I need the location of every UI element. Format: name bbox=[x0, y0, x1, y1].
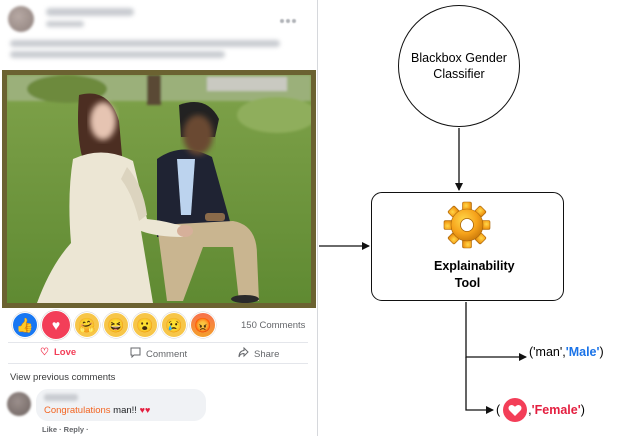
sad-reaction-icon[interactable]: 😢 bbox=[161, 312, 187, 338]
post-caption-redacted bbox=[10, 40, 280, 47]
comment-highlight-word: Congratulations bbox=[44, 405, 111, 416]
male-output-label: ('man', 'Male') bbox=[529, 345, 604, 359]
post-header bbox=[8, 4, 308, 66]
post-action-bar: ♡ Love Comment Share bbox=[8, 342, 308, 364]
comment-button[interactable]: Comment bbox=[130, 347, 187, 361]
heart-outline-icon: ♡ bbox=[40, 347, 49, 358]
female-output-label: ( , 'Female') bbox=[496, 398, 585, 422]
social-post: 👍 ♥ 🤗 😆 😮 😢 😡 150 Comments ♡ Love Commen… bbox=[0, 0, 318, 436]
comments-count[interactable]: 150 Comments bbox=[241, 320, 306, 331]
love-reaction-icon-output bbox=[503, 398, 528, 422]
classifier-label: Blackbox Gender Classifier bbox=[411, 51, 507, 81]
post-photo[interactable] bbox=[2, 70, 316, 308]
poster-avatar[interactable] bbox=[8, 6, 34, 32]
more-options-icon[interactable] bbox=[280, 10, 298, 23]
angry-reaction-icon[interactable]: 😡 bbox=[190, 312, 216, 338]
haha-reaction-icon[interactable]: 😆 bbox=[103, 312, 129, 338]
reaction-row[interactable]: 👍 ♥ 🤗 😆 😮 😢 😡 bbox=[12, 310, 219, 340]
blackbox-classifier-node: Blackbox Gender Classifier bbox=[398, 5, 520, 127]
female-output-close: ) bbox=[580, 403, 585, 417]
like-reaction-icon[interactable]: 👍 bbox=[12, 312, 38, 338]
poster-name-redacted bbox=[46, 8, 134, 16]
male-class-label: 'Male' bbox=[565, 345, 600, 359]
speech-bubble-icon bbox=[130, 347, 141, 361]
tool-to-male-arrow bbox=[465, 302, 527, 361]
comment-bubble: Congratulations man!! ♥♥ bbox=[36, 389, 206, 421]
share-button-label: Share bbox=[254, 348, 280, 360]
couple-photo bbox=[7, 75, 311, 303]
gear-icon bbox=[443, 201, 491, 249]
love-button[interactable]: ♡ Love bbox=[40, 347, 76, 358]
wow-reaction-icon[interactable]: 😮 bbox=[132, 312, 158, 338]
explainability-tool-node: Explainability Tool bbox=[371, 192, 564, 301]
heart-emoji-icons: ♥♥ bbox=[139, 405, 151, 415]
post-date-redacted bbox=[46, 21, 84, 27]
male-output-close: ) bbox=[599, 345, 604, 359]
post-caption-redacted-2 bbox=[10, 51, 225, 58]
view-previous-comments-link[interactable]: View previous comments bbox=[10, 372, 116, 383]
comment-text: Congratulations man!! ♥♥ bbox=[44, 405, 150, 416]
commenter-name-redacted[interactable] bbox=[44, 394, 78, 401]
comment-actions[interactable]: Like · Reply · bbox=[42, 425, 89, 434]
love-button-label: Love bbox=[53, 347, 77, 358]
female-output-open: ( bbox=[496, 403, 501, 417]
commenter-avatar[interactable] bbox=[7, 392, 31, 416]
male-output-open: ('man', bbox=[529, 345, 566, 359]
comment-text-rest: man!! bbox=[110, 405, 140, 416]
comment-button-label: Comment bbox=[146, 348, 188, 360]
share-button[interactable]: Share bbox=[238, 346, 280, 361]
care-reaction-icon[interactable]: 🤗 bbox=[74, 312, 100, 338]
share-arrow-icon bbox=[238, 346, 249, 361]
love-reaction-icon[interactable]: ♥ bbox=[41, 310, 71, 340]
female-output-sep: , bbox=[528, 403, 532, 417]
female-class-label: 'Female' bbox=[531, 403, 581, 417]
tool-to-female-arrow bbox=[465, 357, 494, 414]
tool-label: Explainability Tool bbox=[434, 259, 515, 290]
